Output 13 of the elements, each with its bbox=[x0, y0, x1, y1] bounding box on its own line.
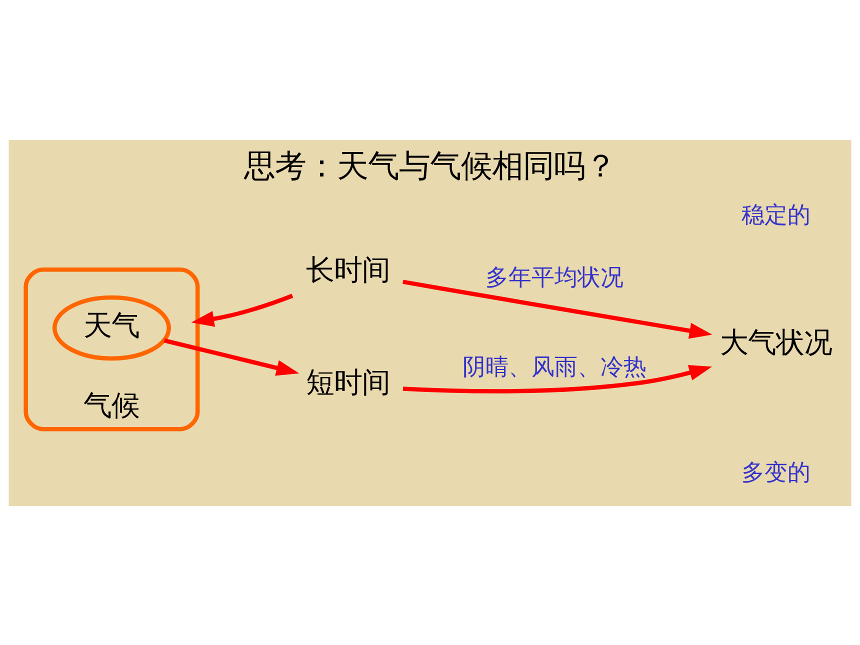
label: 稳定的 bbox=[741, 202, 810, 228]
label: 多变的 bbox=[741, 460, 810, 486]
edge-label: 多年平均状况 bbox=[485, 264, 624, 290]
node-ellipse: 天气 bbox=[52, 294, 171, 360]
edge-label: 阴晴、风雨、冷热 bbox=[462, 354, 646, 380]
arrow bbox=[191, 293, 294, 326]
arrow bbox=[402, 279, 712, 338]
node-text: 长时间 bbox=[306, 253, 390, 286]
node-text: 短时间 bbox=[306, 366, 390, 399]
arrow bbox=[402, 364, 712, 393]
diagram-title: 思考：天气与气候相同吗？ bbox=[244, 148, 616, 184]
node-text: 大气状况 bbox=[720, 326, 832, 359]
arrow bbox=[164, 338, 300, 376]
